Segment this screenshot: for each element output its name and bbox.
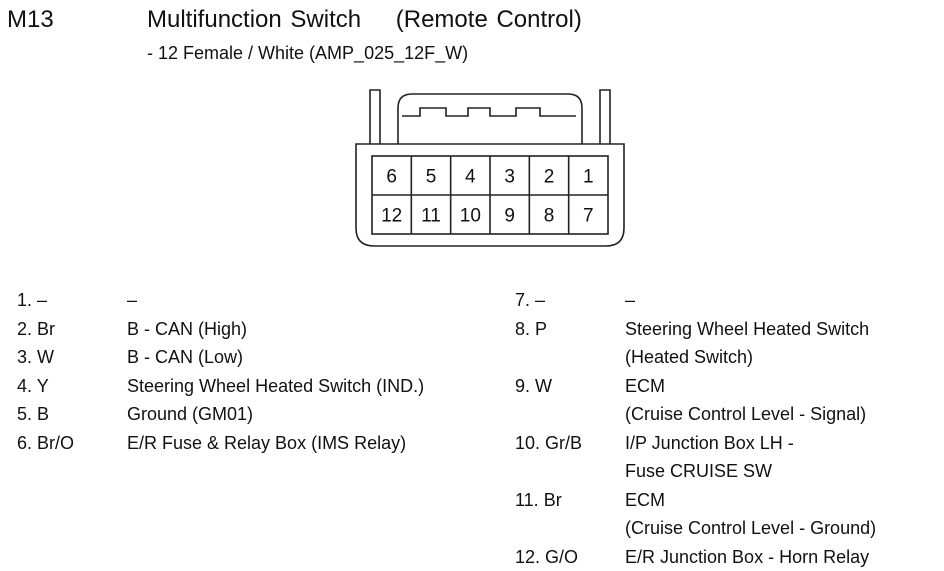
- pin-row: (Heated Switch): [515, 343, 940, 372]
- pin-label: 6. Br/O: [17, 429, 74, 458]
- pin-row: 5. B Ground (GM01): [17, 400, 507, 429]
- connector-code: M13: [7, 6, 54, 34]
- pin-label: 1. –: [17, 286, 47, 315]
- pin-row: 12. G/O E/R Junction Box - Horn Relay: [515, 543, 940, 571]
- pin-number: 10: [460, 206, 481, 227]
- pin-description: Steering Wheel Heated Switch: [625, 315, 869, 344]
- pin-row: 11. Br ECM: [515, 486, 940, 515]
- pin-row: 7. – –: [515, 286, 940, 315]
- pin-row: 4. Y Steering Wheel Heated Switch (IND.): [17, 372, 507, 401]
- pin-description: E/R Fuse & Relay Box (IMS Relay): [127, 429, 406, 458]
- pin-number: 11: [421, 206, 441, 227]
- pin-description: (Heated Switch): [625, 343, 753, 372]
- pin-label: 11. Br: [515, 486, 562, 515]
- pin-number: 7: [583, 206, 594, 227]
- pin-row: 9. W ECM: [515, 372, 940, 401]
- pin-row: 10. Gr/B I/P Junction Box LH -: [515, 429, 940, 458]
- pin-row: 6. Br/O E/R Fuse & Relay Box (IMS Relay): [17, 429, 507, 458]
- pin-description: ECM: [625, 372, 665, 401]
- pin-row: 3. W B - CAN (Low): [17, 343, 507, 372]
- pin-description: (Cruise Control Level - Ground): [625, 514, 876, 543]
- pin-label: 3. W: [17, 343, 54, 372]
- pin-label: 7. –: [515, 286, 545, 315]
- pin-description: –: [625, 286, 635, 315]
- pin-description: –: [127, 286, 137, 315]
- connector-subtitle: - 12 Female / White (AMP_025_12F_W): [147, 43, 468, 64]
- pin-number: 12: [381, 206, 402, 227]
- pin-label: 5. B: [17, 400, 49, 429]
- pin-label: 4. Y: [17, 372, 49, 401]
- pin-description: E/R Junction Box - Horn Relay: [625, 543, 869, 571]
- pin-description: B - CAN (High): [127, 315, 247, 344]
- pin-number: 1: [583, 167, 594, 188]
- pin-number: 9: [504, 206, 515, 227]
- pin-description: ECM: [625, 486, 665, 515]
- pin-label: 10. Gr/B: [515, 429, 582, 458]
- pin-row: (Cruise Control Level - Signal): [515, 400, 940, 429]
- pin-number: 3: [504, 167, 515, 188]
- pin-number: 8: [544, 206, 555, 227]
- pin-number: 4: [465, 167, 476, 188]
- pin-list-right: 7. – – 8. P Steering Wheel Heated Switch(He…: [515, 286, 940, 571]
- pin-description: (Cruise Control Level - Signal): [625, 400, 866, 429]
- page-title: Multifunction Switch (Remote Control): [147, 6, 582, 34]
- pin-label: 2. Br: [17, 315, 55, 344]
- pin-number: 5: [426, 167, 437, 188]
- pin-row: (Cruise Control Level - Ground): [515, 514, 940, 543]
- pin-row: 8. P Steering Wheel Heated Switch: [515, 315, 940, 344]
- pin-row: 1. – –: [17, 286, 507, 315]
- pin-list-left: 1. – – 2. Br B - CAN (High) 3. W B - CAN (Low…: [17, 286, 507, 457]
- pin-description: Ground (GM01): [127, 400, 253, 429]
- pin-description: B - CAN (Low): [127, 343, 243, 372]
- pin-description: Fuse CRUISE SW: [625, 457, 772, 486]
- pin-number: 2: [544, 167, 555, 188]
- pin-label: 8. P: [515, 315, 547, 344]
- pin-description: I/P Junction Box LH -: [625, 429, 794, 458]
- pin-number: 6: [386, 167, 397, 188]
- connector-diagram: 6 5 4 3 2 1 12 11 10 9 8 7: [350, 86, 630, 248]
- pin-label: 12. G/O: [515, 543, 578, 571]
- pin-row: 2. Br B - CAN (High): [17, 315, 507, 344]
- pin-label: 9. W: [515, 372, 552, 401]
- pin-description: Steering Wheel Heated Switch (IND.): [127, 372, 424, 401]
- pin-row: Fuse CRUISE SW: [515, 457, 940, 486]
